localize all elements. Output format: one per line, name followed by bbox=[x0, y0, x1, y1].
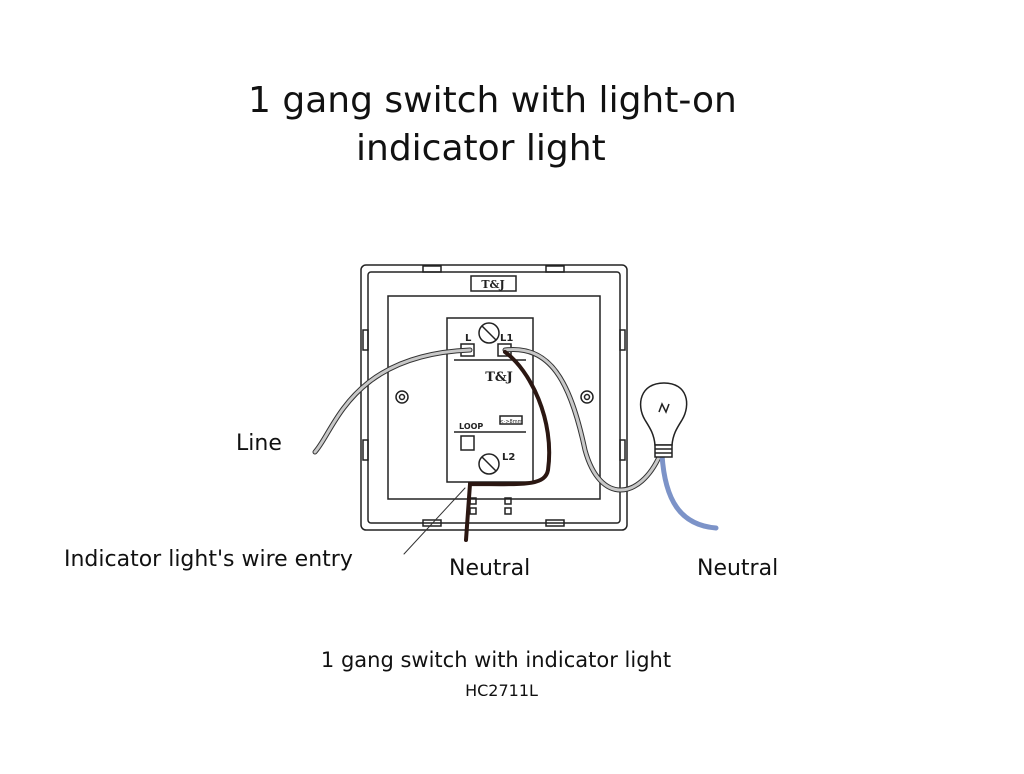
module-brand-text: T&J bbox=[485, 370, 513, 385]
side-clip-left-top bbox=[362, 329, 369, 351]
wall-plate bbox=[360, 264, 628, 531]
indicator-tag-box bbox=[499, 415, 523, 425]
plate-recess bbox=[387, 295, 601, 500]
switched-wire-outline bbox=[502, 347, 663, 493]
indicator-entry-label: Indicator light's wire entry bbox=[64, 547, 353, 572]
indicator-tag-text: <·>8mm bbox=[500, 419, 523, 425]
title-line-2: indicator light bbox=[356, 128, 606, 169]
side-clip-right-bottom bbox=[619, 439, 626, 461]
indicator-entry-leader bbox=[403, 487, 466, 555]
bulb-glass bbox=[639, 382, 688, 446]
bottom-clip-left bbox=[422, 519, 442, 527]
title-line-1: 1 gang switch with light-on bbox=[248, 80, 737, 121]
top-screw-slot bbox=[481, 325, 497, 341]
terminal-L1-label: L1 bbox=[500, 333, 513, 344]
plate-screw-right-core bbox=[583, 393, 591, 401]
plate-outer-frame bbox=[360, 264, 628, 531]
plate-brand-text: T&J bbox=[481, 278, 504, 291]
switched-wire bbox=[503, 348, 662, 492]
side-clip-left-bottom bbox=[362, 439, 369, 461]
top-clip-left bbox=[422, 265, 442, 273]
caption-model: HC2711L bbox=[465, 681, 538, 700]
line-label: Line bbox=[236, 431, 282, 456]
light-bulb-icon bbox=[639, 382, 688, 458]
line-wire bbox=[313, 348, 472, 454]
caption-name: 1 gang switch with indicator light bbox=[320, 648, 672, 672]
neutral-wire-switch bbox=[464, 350, 552, 542]
module-body bbox=[446, 317, 534, 483]
bottom-clip-right bbox=[545, 519, 565, 527]
lamp-neutral-wire bbox=[659, 452, 719, 531]
neutral-label-right: Neutral bbox=[697, 556, 779, 581]
bottom-screw-slot bbox=[481, 456, 497, 472]
bulb-filament bbox=[658, 402, 670, 414]
side-clip-right-top bbox=[619, 329, 626, 351]
module-pin-2 bbox=[469, 507, 477, 515]
plate-brand-badge bbox=[470, 275, 517, 292]
top-clip-right bbox=[545, 265, 565, 273]
wires bbox=[312, 347, 719, 555]
bulb-base bbox=[654, 444, 673, 458]
terminal-loop-label: LOOP bbox=[459, 422, 483, 431]
terminal-L-label: L bbox=[465, 333, 472, 344]
terminal-L2-label: L2 bbox=[502, 452, 515, 463]
module-pin-3 bbox=[504, 497, 512, 505]
neutral-label-left: Neutral bbox=[449, 556, 531, 581]
plate-screw-left-core bbox=[398, 393, 406, 401]
module-pin-4 bbox=[504, 507, 512, 515]
plate-screw-right bbox=[580, 390, 594, 404]
terminal-loop-port bbox=[460, 435, 475, 451]
plate-screw-left bbox=[395, 390, 409, 404]
top-screw bbox=[478, 322, 500, 344]
plate-inner-frame bbox=[367, 271, 621, 524]
bottom-screw bbox=[478, 453, 500, 475]
